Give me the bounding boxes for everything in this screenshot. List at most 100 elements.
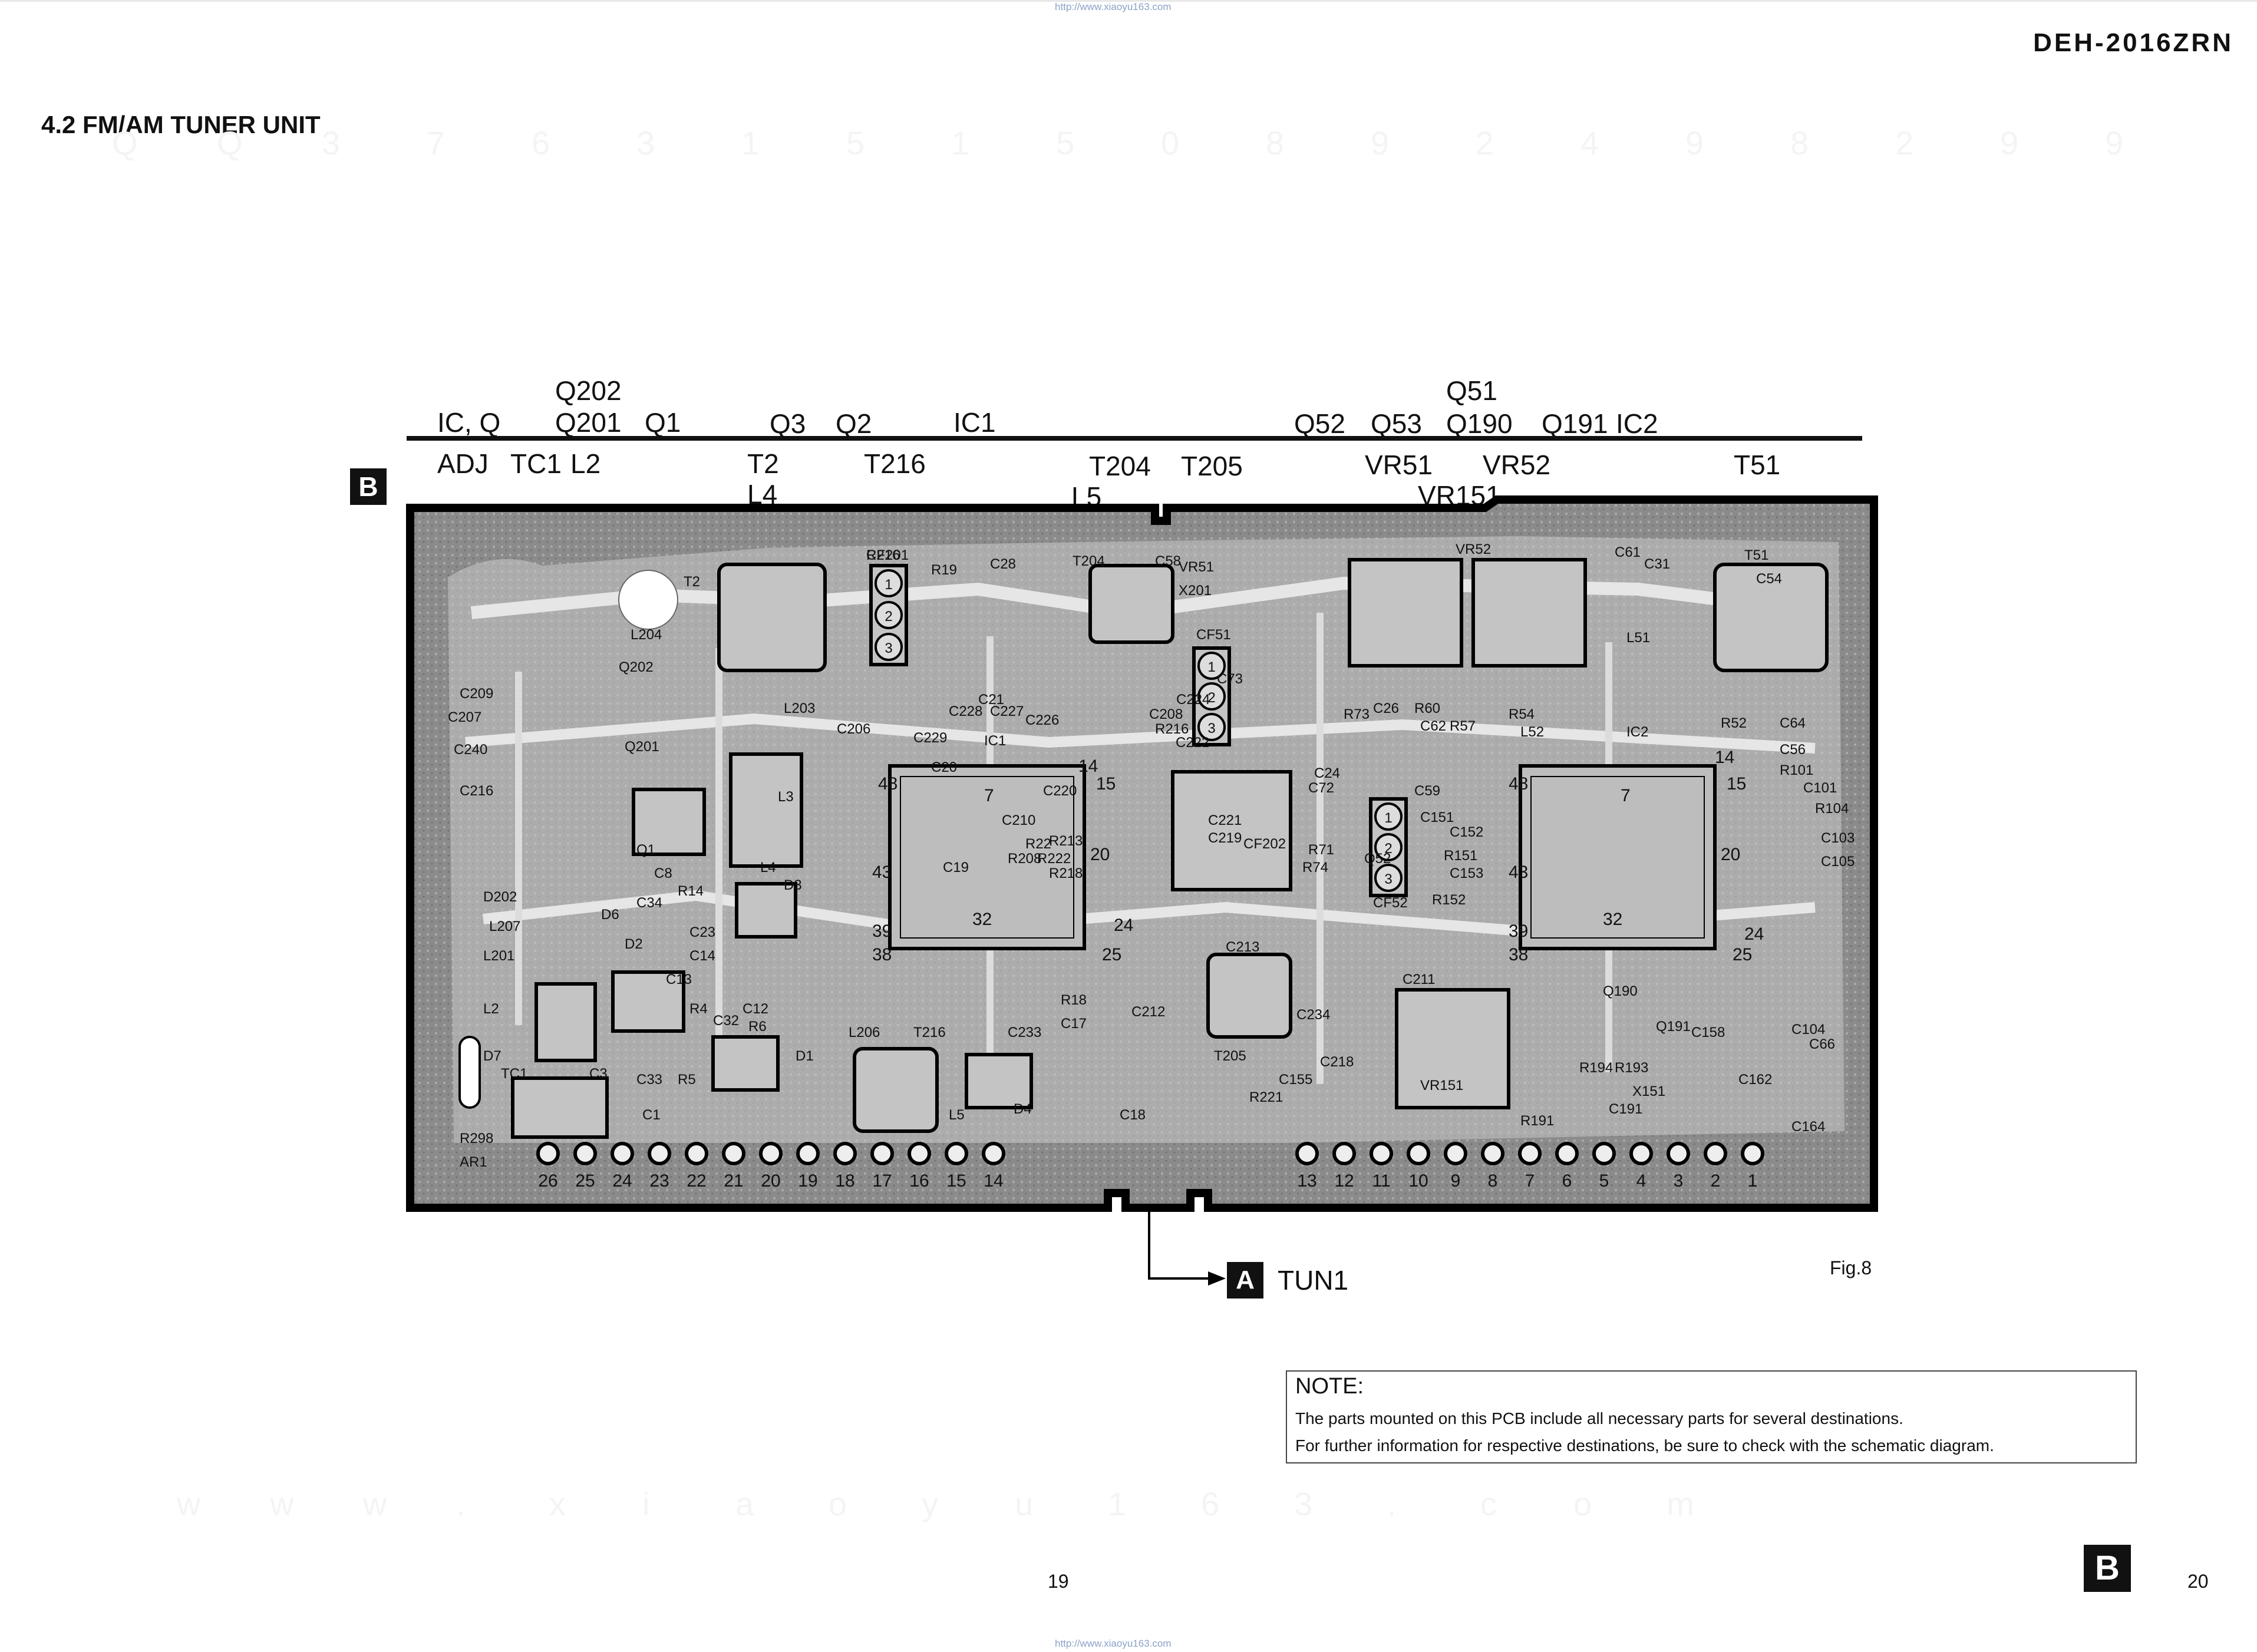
connector-pin-number: 17 [872,1171,892,1191]
cf-pin-number: 2 [885,609,892,625]
component-label: R191 [1520,1113,1554,1129]
component-label: C162 [1738,1072,1772,1088]
component-label: C218 [1320,1054,1354,1070]
watermark-char: i [642,1485,650,1522]
component-label: L207 [489,918,520,934]
cf-pin-number: 3 [1384,871,1392,887]
component-label: X201 [1179,583,1212,599]
component-label: C73 [1217,671,1243,687]
component-label: X151 [1632,1083,1665,1099]
connector-pin-number: 21 [724,1171,743,1191]
component-label: C105 [1821,854,1855,870]
component-label: L206 [849,1025,880,1040]
component-label: C8 [654,865,672,881]
component-label: TC1 [501,1066,527,1082]
d3-box [735,882,797,939]
connector-pin-number: 18 [835,1171,854,1191]
model-number: DEH-2016ZRN [2033,28,2233,57]
cf-pin-number: 3 [1207,721,1215,736]
component-label: L204 [631,627,662,643]
t216-coil [853,1047,939,1133]
connector-pad [833,1142,857,1165]
watermark-char: 6 [532,124,550,161]
cf-pin-number: 1 [885,577,892,593]
component-label: R18 [1061,992,1087,1008]
component-label: C32 [713,1013,739,1029]
locator-row1-label: Q202 [555,375,622,406]
component-label: R221 [1249,1089,1283,1105]
component-label: C19 [943,860,969,875]
figure-label: Fig.8 [1830,1257,1872,1278]
cf52-pads: 123 [1369,797,1408,897]
component-label: C229 [913,730,947,746]
component-label: C210 [1002,812,1035,828]
component-label: C206 [837,721,870,737]
connector-pad [536,1142,560,1165]
vr51-box [1348,558,1463,668]
component-label: Q191 [1656,1019,1691,1035]
component-label: C34 [636,895,662,911]
watermark-char: 9 [1685,124,1704,161]
cf-pin-pad [1197,682,1226,711]
locator-row1-label: Q191 [1542,408,1608,439]
t51-coil [1713,563,1829,672]
cf-pin-number: 3 [885,640,892,656]
component-label: C101 [1803,780,1837,796]
locator-row2-label: VR51 [1365,450,1433,480]
locator-row2-label: VR52 [1483,450,1551,480]
ic-pin-number: 24 [1744,924,1764,944]
component-label: R57 [1450,718,1476,734]
component-label: R213 [1049,833,1083,849]
ic2-package [1519,764,1717,950]
component-label: C20 [931,759,957,775]
watermark-char: 8 [1790,124,1809,161]
component-label: C62 [1420,718,1446,734]
connector-pad [611,1142,634,1165]
component-label: T205 [1214,1048,1246,1064]
watermark-char: w [270,1485,294,1522]
component-label: C151 [1420,810,1454,825]
component-label: T2 [684,574,700,590]
watermark-char: Q [112,124,138,161]
component-label: R54 [1509,706,1535,722]
t2-coil [717,563,827,672]
component-label: C233 [1008,1025,1041,1040]
component-label: R104 [1815,801,1849,817]
component-label: C64 [1780,715,1806,731]
connection-marker-a: A [1227,1262,1263,1299]
connector-pin-number: 2 [1711,1171,1721,1191]
component-label: R22 [1025,836,1051,852]
cf-pin-number: 2 [1207,690,1215,706]
component-label: C227 [990,703,1024,719]
ic-pin-number: 43 [872,863,892,882]
component-label: R216 [866,547,900,563]
component-label: R193 [1615,1060,1648,1076]
component-label: D7 [483,1048,501,1064]
connector-pad [722,1142,745,1165]
watermark-char: 9 [2000,124,2019,161]
locator-row1-label: Q51 [1446,375,1497,406]
locator-row1-label: IC, Q [437,407,501,438]
watermark-char: . [1387,1485,1397,1522]
locator-row1-label: Q2 [836,408,872,439]
d2-box [611,970,685,1033]
component-label: C211 [1403,972,1436,987]
watermark-char: . [456,1485,466,1522]
connector-pad [1332,1142,1356,1165]
component-label: C213 [1226,939,1259,955]
vr151-box [1395,988,1510,1109]
component-label: C103 [1821,830,1855,846]
bottom-url: http://www.xiaoyu163.com [1055,1638,1172,1649]
section-title: 4.2 FM/AM TUNER UNIT [41,111,321,138]
watermark-char: 3 [322,124,341,161]
cf-pin-pad [875,569,903,597]
watermark-char: 5 [1056,124,1075,161]
watermark-char: a [735,1485,754,1522]
component-label: Q52 [1364,851,1391,867]
connector-pin-number: 6 [1562,1171,1572,1191]
cf-pin-number: 1 [1384,810,1392,826]
watermark-char: 2 [1895,124,1914,161]
component-label: C153 [1450,865,1483,881]
component-label: C228 [949,703,982,719]
